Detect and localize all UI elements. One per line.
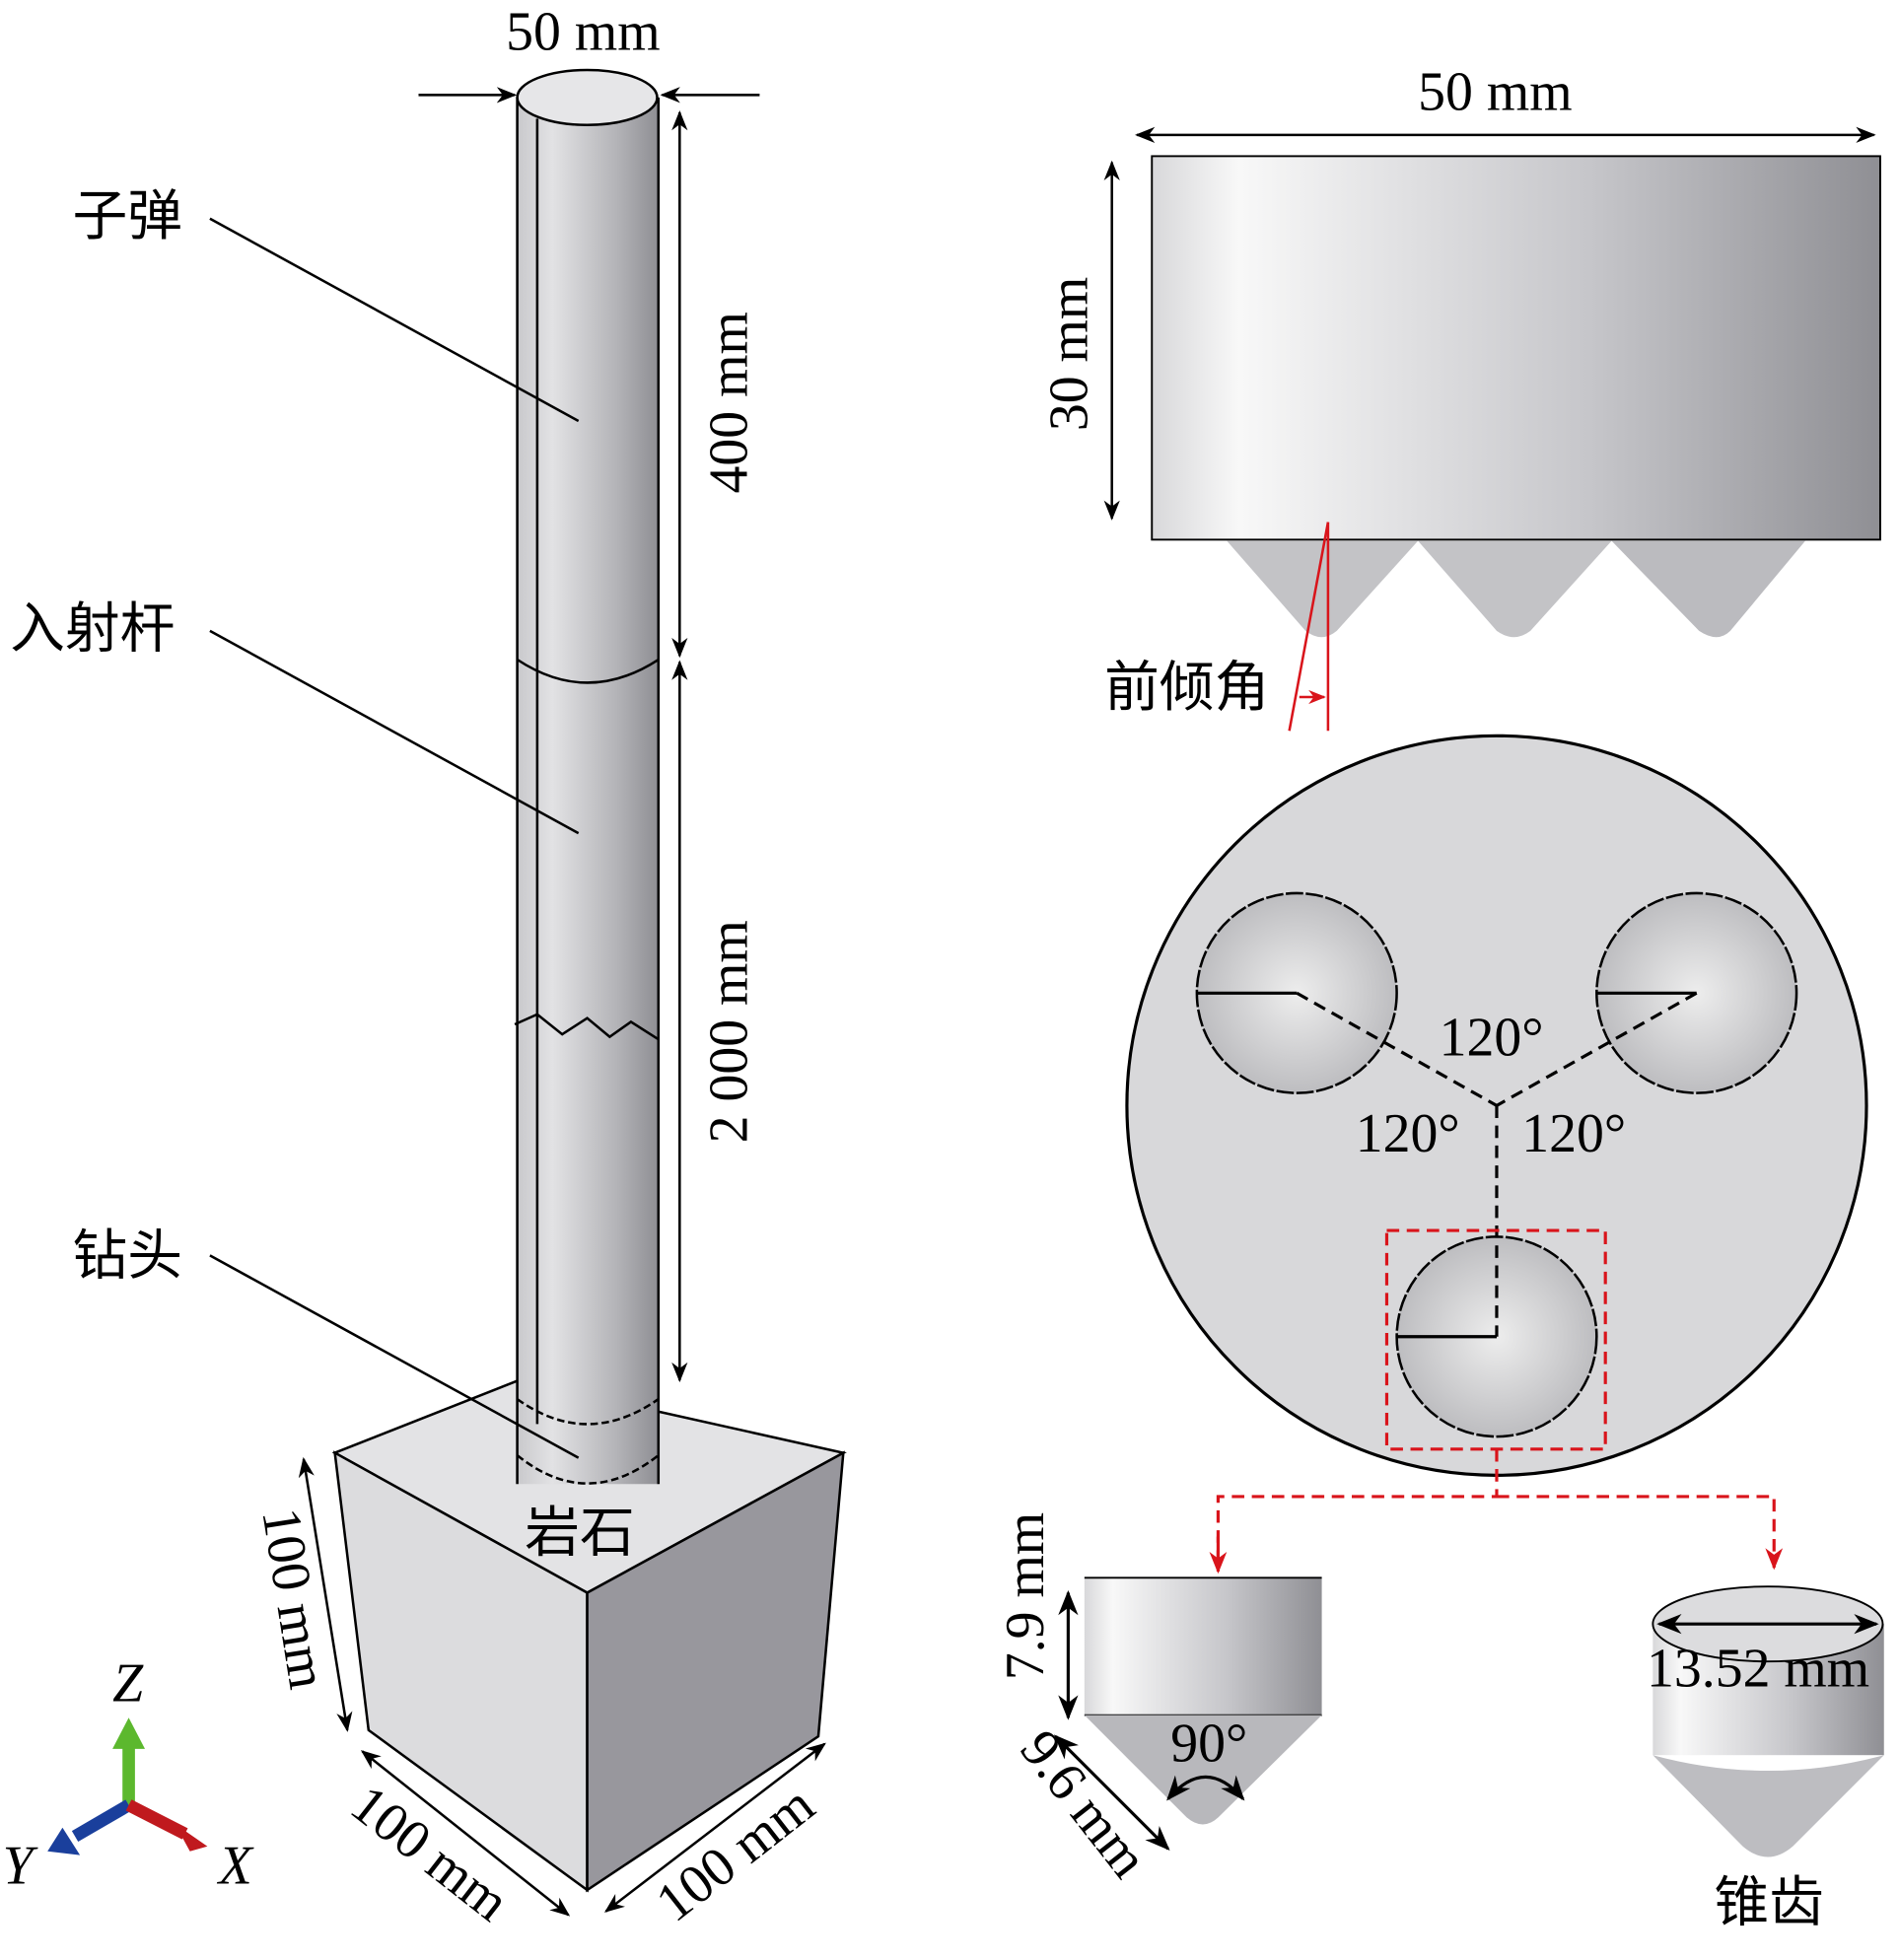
- rock-height-dim: 100 mm: [249, 1504, 338, 1693]
- tooth-angle-label: 90°: [1170, 1714, 1247, 1775]
- bar-assembly: [514, 68, 661, 1485]
- bar-length-dim: 2 000 mm: [699, 920, 760, 1143]
- bullet-length-dim: 400 mm: [699, 312, 760, 493]
- cone-tooth-3d: [1652, 1585, 1884, 1857]
- cone-tooth-label: 锥齿: [1714, 1871, 1824, 1935]
- tooth-diameter-dim: 13.52 mm: [1647, 1639, 1869, 1700]
- x-axis-label: X: [217, 1836, 254, 1897]
- rake-angle-label: 前倾角: [1104, 656, 1269, 720]
- rock-label: 岩石: [525, 1502, 635, 1566]
- incident-bar-label: 入射杆: [10, 596, 175, 661]
- angle-left-label: 120°: [1356, 1103, 1460, 1164]
- bit-side-view: [1151, 155, 1881, 732]
- tooth-height-dim: 7.9 mm: [995, 1512, 1056, 1680]
- z-axis-label: Z: [112, 1653, 144, 1715]
- bit-diameter-dim: 50 mm: [1418, 62, 1572, 123]
- tooth-side-view: [1084, 1576, 1322, 1825]
- y-axis-label: Y: [3, 1836, 38, 1897]
- drill-bit-label: 钻头: [73, 1224, 183, 1288]
- bar-diameter-dim: 50 mm: [506, 2, 660, 63]
- bullet-label: 子弹: [73, 184, 183, 248]
- axis-triad: Z Y X: [3, 1653, 254, 1897]
- angle-top-label: 120°: [1440, 1008, 1544, 1069]
- angle-right-label: 120°: [1521, 1103, 1626, 1164]
- bit-bottom-view: [1125, 734, 1868, 1572]
- bit-height-dim: 30 mm: [1038, 277, 1099, 431]
